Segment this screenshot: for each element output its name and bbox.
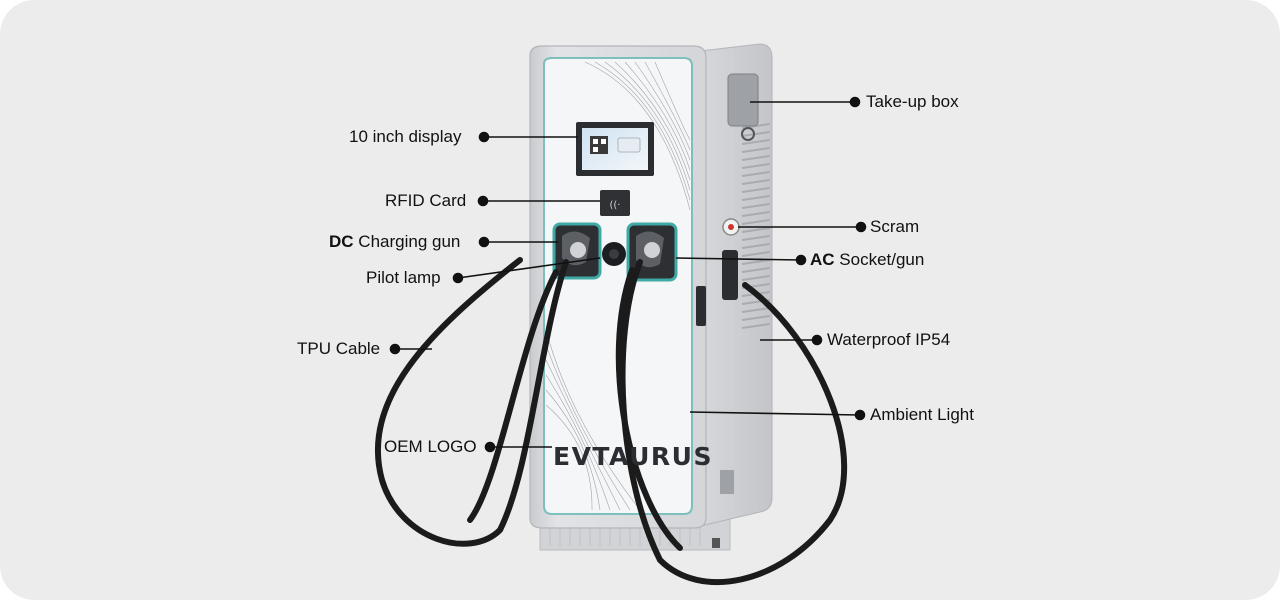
label-take-up-box: Take-up box	[866, 92, 959, 111]
label-tpu-cable: TPU Cable	[297, 339, 381, 358]
label-waterproof-ip54: Waterproof IP54	[827, 330, 951, 349]
ac-socket	[722, 250, 738, 300]
decorative-waves	[545, 61, 691, 511]
svg-text:((·: ((·	[610, 200, 621, 211]
label-scram: Scram	[870, 217, 920, 236]
label-dc-rest: Charging gun	[353, 232, 461, 251]
label-oem-logo: OEM LOGO	[384, 437, 477, 456]
leader-lines	[389, 96, 867, 453]
label-ac-bold: AC	[810, 250, 835, 269]
label-10-inch-display: 10 inch display	[349, 127, 462, 146]
label-ac-socket-gun: AC Socket/gun	[810, 250, 924, 270]
charger-side-panel	[691, 43, 773, 548]
rfid-reader: ((·	[600, 190, 630, 216]
charger-front-cabinet: ((·	[529, 45, 707, 529]
take-up-box	[727, 73, 759, 127]
brand-logo: EVTAURUS	[553, 442, 713, 471]
label-dc-charging-gun: DC Charging gun	[329, 232, 460, 252]
vent-grille	[741, 123, 771, 329]
label-rfid-card: RFID Card	[385, 191, 467, 210]
label-dc-bold: DC	[329, 232, 354, 251]
ten-inch-display	[576, 122, 654, 176]
label-ac-rest: Socket/gun	[834, 250, 925, 269]
tpu-cables	[374, 257, 848, 585]
label-ambient-light: Ambient Light	[870, 405, 974, 424]
label-pilot-lamp: Pilot lamp	[366, 268, 441, 287]
